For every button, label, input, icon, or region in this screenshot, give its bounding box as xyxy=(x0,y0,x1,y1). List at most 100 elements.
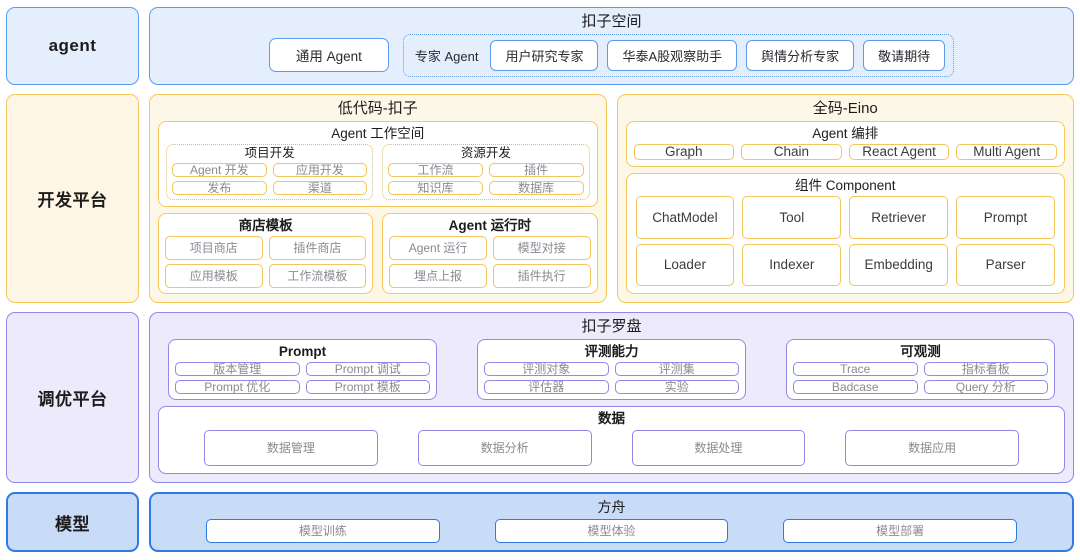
chip-graph[interactable]: Graph xyxy=(633,144,735,160)
panel-title-ark: 方舟 xyxy=(597,499,626,515)
chip-data-processing[interactable]: 数据处理 xyxy=(631,429,806,466)
chip-data-mgmt[interactable]: 数据管理 xyxy=(204,429,378,466)
card-items-store-template: 项目商店 插件商店 应用模板 工作流模板 xyxy=(159,236,372,293)
chip-parser[interactable]: Parser xyxy=(956,243,1055,286)
card-title-evaluation: 评测能力 xyxy=(584,343,639,359)
group-items-resource-dev: 工作流 插件 知识库 数据库 xyxy=(383,162,588,199)
card-items-data: 数据管理 数据分析 数据处理 数据应用 xyxy=(159,429,1064,473)
workspace-groups: 项目开发 Agent 开发 应用开发 发布 渠道 资源开发 xyxy=(159,144,597,206)
eino-orchestration-wrap: Agent 编排 Graph Chain React Agent Multi A… xyxy=(618,120,1074,173)
chip-expert-3[interactable]: 敬请期待 xyxy=(863,39,946,71)
chip-tracking-report[interactable]: 埋点上报 xyxy=(389,264,487,288)
card-prompt: Prompt 版本管理 Prompt 调试 Prompt 优化 Prompt 模… xyxy=(168,338,437,401)
chip-metrics-board[interactable]: 指标看板 xyxy=(923,362,1048,377)
chip-model-deploy[interactable]: 模型部署 xyxy=(783,519,1018,543)
chip-expert-1[interactable]: 华泰A股观察助手 xyxy=(607,39,738,71)
lane-body-model: 方舟 模型训练 模型体验 模型部署 xyxy=(149,492,1074,552)
card-component: 组件 Component ChatModel Tool Retriever Pr… xyxy=(625,172,1065,294)
chip-plugin[interactable]: 插件 xyxy=(488,162,584,177)
chip-prompt[interactable]: Prompt xyxy=(956,196,1055,239)
lane-label-dev: 开发平台 xyxy=(6,94,139,303)
card-agent-workspace: Agent 工作空间 项目开发 Agent 开发 应用开发 发布 渠道 xyxy=(158,120,598,207)
card-title-prompt: Prompt xyxy=(278,343,327,359)
chip-chatmodel[interactable]: ChatModel xyxy=(635,196,735,239)
chip-project-store[interactable]: 项目商店 xyxy=(165,236,263,261)
lane-body-agent: 扣子空间 通用 Agent 专家 Agent 用户研究专家 华泰A股观察助手 舆… xyxy=(149,7,1074,85)
chip-data-application[interactable]: 数据应用 xyxy=(845,429,1019,466)
group-title-resource-dev: 资源开发 xyxy=(460,146,511,161)
chip-prompt-template[interactable]: Prompt 模板 xyxy=(305,380,430,395)
expert-agent-label: 专家 Agent xyxy=(414,48,479,64)
chip-query-analysis[interactable]: Query 分析 xyxy=(923,380,1048,395)
chip-multi-agent[interactable]: Multi Agent xyxy=(956,144,1057,160)
tune-cards-row: Prompt 版本管理 Prompt 调试 Prompt 优化 Prompt 模… xyxy=(150,338,1073,407)
chip-agent-run[interactable]: Agent 运行 xyxy=(389,236,487,261)
chip-prompt-debug[interactable]: Prompt 调试 xyxy=(305,362,430,377)
group-title-project-dev: 项目开发 xyxy=(244,146,295,161)
chip-app-dev[interactable]: 应用开发 xyxy=(272,162,368,177)
chip-loader[interactable]: Loader xyxy=(635,243,735,286)
chip-eval-target[interactable]: 评测对象 xyxy=(484,362,609,377)
chip-react-agent[interactable]: React Agent xyxy=(848,144,950,160)
chip-knowledge-base[interactable]: 知识库 xyxy=(388,180,483,195)
panel-title-lowcode: 低代码-扣子 xyxy=(337,100,418,117)
panel-eino: 全码-Eino Agent 编排 Graph Chain React Agent… xyxy=(616,94,1074,303)
chip-embedding[interactable]: Embedding xyxy=(849,243,949,286)
chip-general-agent[interactable]: 通用 Agent xyxy=(268,38,389,72)
lane-label-agent: agent xyxy=(6,7,139,85)
card-items-evaluation: 评测对象 评测集 评估器 实验 xyxy=(478,362,745,399)
chip-evaluator[interactable]: 评估器 xyxy=(484,380,609,395)
lowcode-bottom-cards: 商店模板 项目商店 插件商店 应用模板 工作流模板 Agent 运行时 Agen… xyxy=(150,212,606,302)
chip-workflow-template[interactable]: 工作流模板 xyxy=(268,264,367,288)
card-data: 数据 数据管理 数据分析 数据处理 数据应用 xyxy=(158,406,1065,474)
chip-eval-set[interactable]: 评测集 xyxy=(614,362,739,377)
chip-prompt-optimize[interactable]: Prompt 优化 xyxy=(175,380,300,395)
chip-app-template[interactable]: 应用模板 xyxy=(165,264,263,288)
chip-indexer[interactable]: Indexer xyxy=(742,243,842,286)
lane-label-tune: 调优平台 xyxy=(6,312,139,483)
card-items-prompt: 版本管理 Prompt 调试 Prompt 优化 Prompt 模板 xyxy=(169,362,436,399)
card-title-agent-orchestration: Agent 编排 xyxy=(812,125,879,141)
group-items-project-dev: Agent 开发 应用开发 发布 渠道 xyxy=(167,162,372,199)
chip-data-analysis[interactable]: 数据分析 xyxy=(417,429,592,466)
chip-tool[interactable]: Tool xyxy=(742,196,842,239)
agent-items-row: 通用 Agent 专家 Agent 用户研究专家 华泰A股观察助手 舆情分析专家… xyxy=(150,33,1073,77)
lane-model: 模型 方舟 模型训练 模型体验 模型部署 xyxy=(6,492,1074,552)
chip-version-mgmt[interactable]: 版本管理 xyxy=(175,362,300,377)
lane-tune: 调优平台 扣子罗盘 Prompt 版本管理 Prompt 调试 Prompt 优… xyxy=(6,312,1074,483)
card-title-data: 数据 xyxy=(598,411,625,427)
chip-workflow[interactable]: 工作流 xyxy=(388,162,483,177)
card-evaluation: 评测能力 评测对象 评测集 评估器 实验 xyxy=(477,338,746,401)
group-resource-dev: 资源开发 工作流 插件 知识库 数据库 xyxy=(382,144,590,200)
chip-model-experience[interactable]: 模型体验 xyxy=(494,519,729,543)
panel-title-kouzi-space: 扣子空间 xyxy=(581,13,642,30)
card-title-store-template: 商店模板 xyxy=(238,217,293,233)
chip-badcase[interactable]: Badcase xyxy=(793,380,918,395)
chip-retriever[interactable]: Retriever xyxy=(849,196,949,239)
chip-model-integration[interactable]: 模型对接 xyxy=(492,236,591,261)
chip-plugin-store[interactable]: 插件商店 xyxy=(268,236,367,261)
lane-dev: 开发平台 低代码-扣子 Agent 工作空间 项目开发 Agent 开发 应用开… xyxy=(6,94,1074,303)
chip-trace[interactable]: Trace xyxy=(793,362,918,377)
chip-chain[interactable]: Chain xyxy=(741,144,842,160)
chip-expert-2[interactable]: 舆情分析专家 xyxy=(746,39,855,71)
chip-model-training[interactable]: 模型训练 xyxy=(206,519,440,543)
chip-agent-dev[interactable]: Agent 开发 xyxy=(172,162,267,177)
eino-component-wrap: 组件 Component ChatModel Tool Retriever Pr… xyxy=(618,172,1074,302)
chip-plugin-exec[interactable]: 插件执行 xyxy=(492,264,591,288)
expert-agent-group: 专家 Agent 用户研究专家 华泰A股观察助手 舆情分析专家 敬请期待 xyxy=(402,33,955,77)
panel-title-kouzi-compass: 扣子罗盘 xyxy=(581,318,642,335)
chip-channel[interactable]: 渠道 xyxy=(272,180,368,195)
model-items-row: 模型训练 模型体验 模型部署 xyxy=(151,519,1072,550)
card-title-agent-workspace: Agent 工作空间 xyxy=(331,125,425,141)
chip-experiment[interactable]: 实验 xyxy=(614,380,739,395)
card-observability: 可观测 Trace 指标看板 Badcase Query 分析 xyxy=(786,338,1055,401)
chip-database[interactable]: 数据库 xyxy=(488,180,584,195)
card-agent-runtime: Agent 运行时 Agent 运行 模型对接 埋点上报 插件执行 xyxy=(382,212,598,294)
chip-publish[interactable]: 发布 xyxy=(172,180,267,195)
group-project-dev: 项目开发 Agent 开发 应用开发 发布 渠道 xyxy=(166,144,374,200)
lane-body-dev: 低代码-扣子 Agent 工作空间 项目开发 Agent 开发 应用开发 发布 xyxy=(149,94,1074,303)
card-agent-orchestration: Agent 编排 Graph Chain React Agent Multi A… xyxy=(625,120,1065,167)
chip-expert-0[interactable]: 用户研究专家 xyxy=(490,39,599,71)
